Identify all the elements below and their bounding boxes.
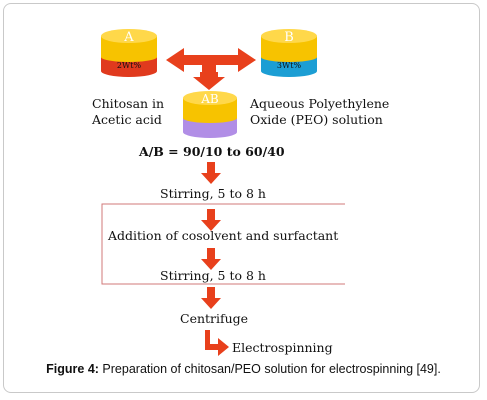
figure-frame [3, 3, 480, 393]
arrow-4 [201, 287, 221, 309]
caption-label: Figure 4: [46, 362, 99, 376]
figure-caption: Figure 4: Preparation of chitosan/PEO so… [0, 362, 487, 376]
chitosan-label-line2: Acetic acid [91, 112, 162, 127]
flow-arrows [201, 162, 229, 356]
cylinder-b: B 3Wt% [261, 29, 317, 77]
caption-text: Preparation of chitosan/PEO solution for… [98, 362, 441, 376]
cylinder-a-band-text: 2Wt% [117, 61, 142, 70]
double-headed-arrow [166, 48, 256, 72]
arrow-2 [201, 209, 221, 231]
process-bracket [101, 203, 345, 285]
chitosan-label-line1: Chitosan in [92, 96, 164, 111]
cylinder-ab-letter: AB [200, 92, 219, 106]
bent-arrow [205, 330, 229, 356]
cylinder-ab: AB [183, 91, 237, 138]
merge-arrow [166, 48, 256, 90]
cylinder-b-letter: B [284, 30, 294, 45]
arrow-3 [201, 248, 221, 270]
cylinder-a-letter: A [123, 30, 134, 45]
ratio-label: A/B = 90/10 to 60/40 [138, 144, 285, 159]
cylinder-b-band-text: 3Wt% [277, 61, 302, 70]
step-stirring-2: Stirring, 5 to 8 h [160, 268, 266, 283]
cylinder-a: A 2Wt% [101, 29, 157, 77]
peo-label-line2: Oxide (PEO) solution [250, 112, 383, 127]
step-addition: Addition of cosolvent and surfactant [107, 228, 338, 243]
step-electrospinning: Electrospinning [232, 340, 333, 355]
step-centrifuge: Centrifuge [180, 311, 248, 326]
step-stirring-1: Stirring, 5 to 8 h [160, 186, 266, 201]
down-arrow-to-ab [193, 72, 225, 90]
arrow-1 [201, 162, 221, 184]
peo-label-line1: Aqueous Polyethylene [249, 96, 389, 111]
